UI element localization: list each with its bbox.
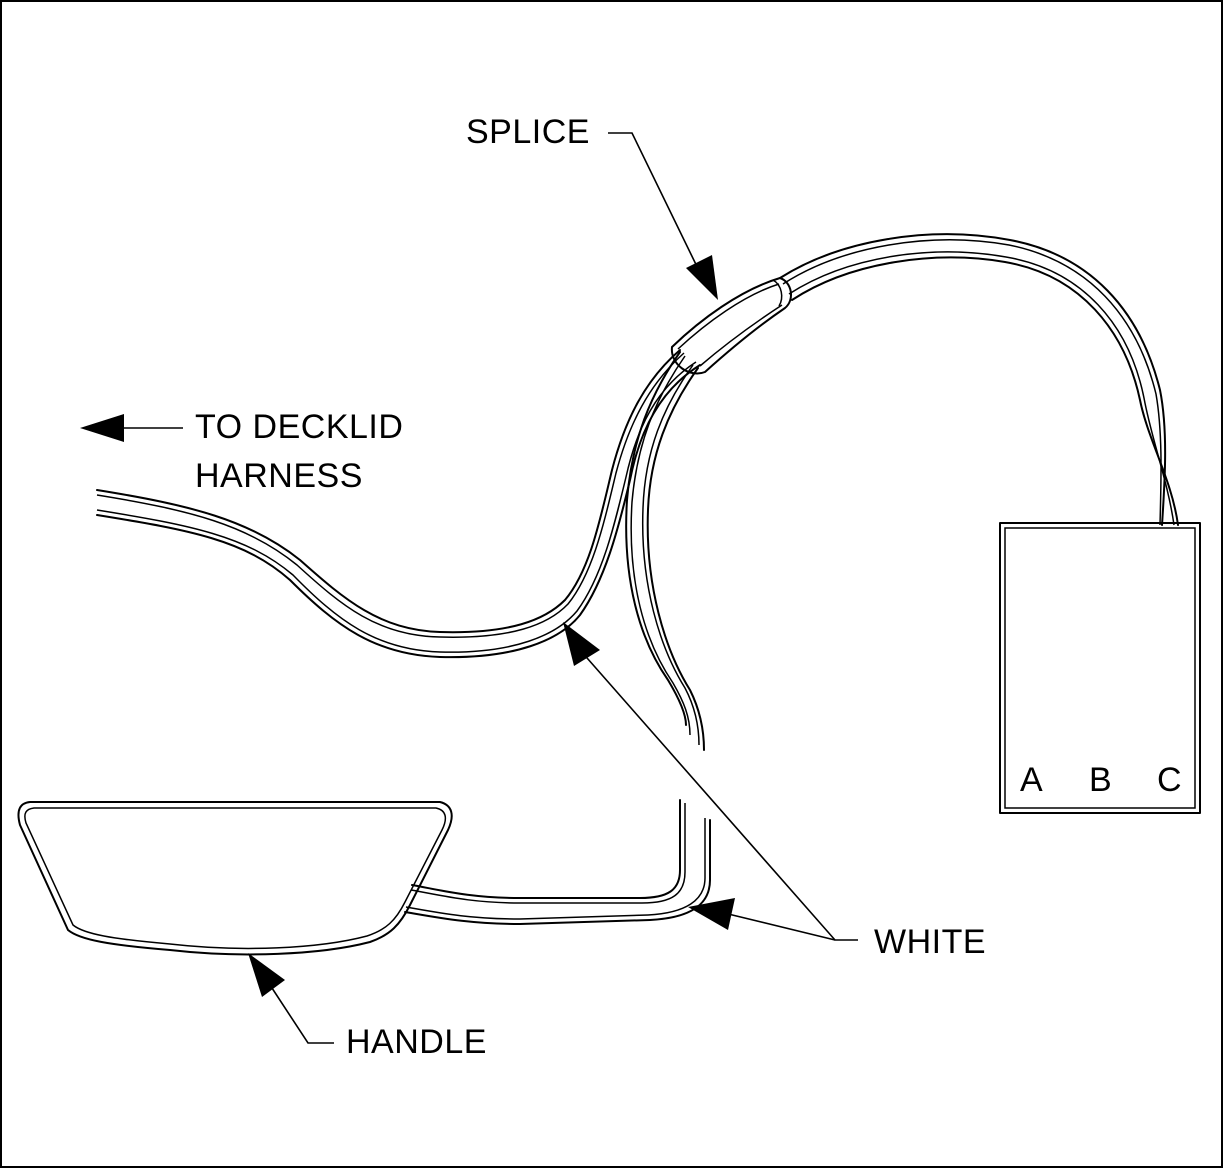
connector: A B C bbox=[999, 522, 1201, 814]
splice-arrowhead bbox=[686, 255, 718, 300]
white-arrowhead-lower bbox=[688, 898, 735, 930]
splice-leader bbox=[608, 132, 706, 284]
handle-leader bbox=[269, 984, 334, 1044]
white-label: WHITE bbox=[874, 923, 986, 961]
white-leader-upper bbox=[579, 649, 858, 941]
splice-sleeve bbox=[670, 277, 792, 375]
to-decklid-label-line1: TO DECKLID bbox=[195, 408, 403, 446]
handle bbox=[17, 801, 453, 956]
white-arrowhead-upper bbox=[563, 622, 600, 666]
splice-label: SPLICE bbox=[466, 113, 590, 151]
white-leader-lower bbox=[719, 911, 836, 941]
connector-pin-c: C bbox=[1157, 761, 1182, 799]
decklid-harness-wire bbox=[96, 349, 701, 659]
splice-to-connector-wire bbox=[779, 233, 1179, 526]
connector-pin-a: A bbox=[1020, 761, 1043, 799]
handle-arrowhead bbox=[248, 953, 285, 997]
white-branch-wire-upper bbox=[625, 351, 705, 751]
decklid-arrowhead bbox=[80, 414, 124, 442]
connector-pin-b: B bbox=[1089, 761, 1112, 799]
white-branch-wire-lower bbox=[404, 799, 711, 925]
handle-label: HANDLE bbox=[346, 1023, 487, 1061]
to-decklid-label-line2: HARNESS bbox=[195, 457, 363, 495]
